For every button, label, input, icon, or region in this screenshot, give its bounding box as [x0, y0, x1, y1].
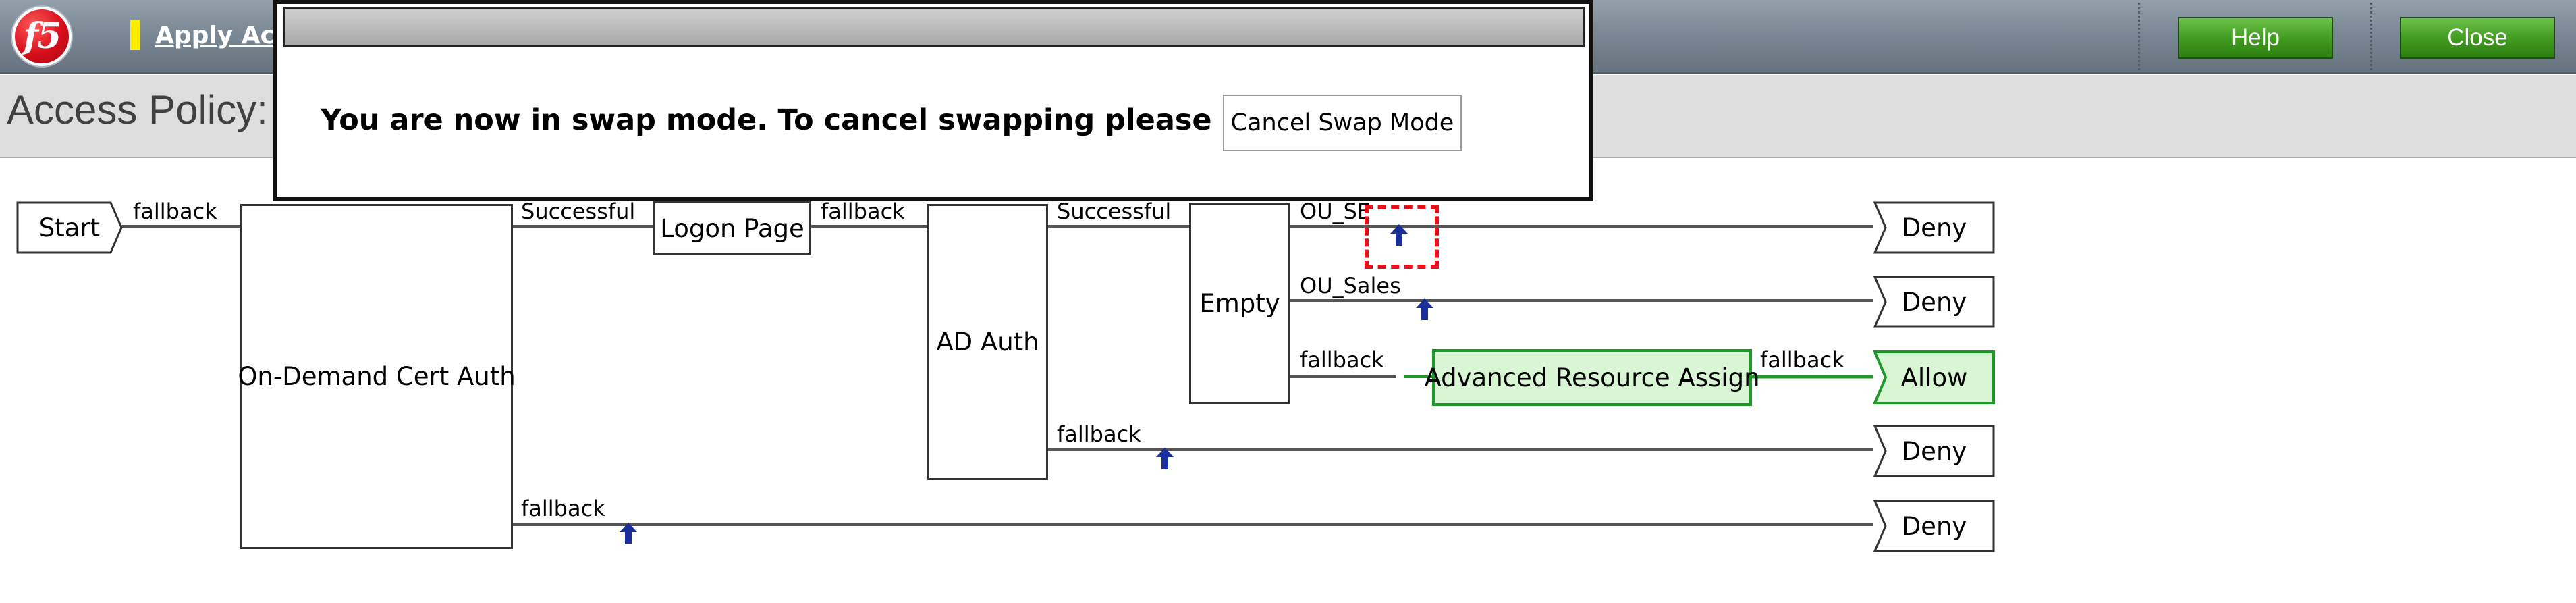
deny-label: Deny: [1901, 287, 1967, 317]
ending-allow[interactable]: Allow: [1873, 350, 1995, 404]
branch-label-ad-successful: Successful: [1057, 199, 1172, 224]
start-label: Start: [38, 213, 101, 242]
branch-label-start-fallback: fallback: [133, 199, 217, 224]
ad-auth-node[interactable]: AD Auth: [927, 204, 1048, 480]
branch-label-cert-successful: Successful: [521, 199, 636, 224]
branch-label-ad-fallback: fallback: [1057, 421, 1141, 447]
deny-label: Deny: [1901, 511, 1967, 541]
logon-page-node[interactable]: Logon Page: [653, 201, 811, 255]
deny-label: Deny: [1901, 436, 1967, 466]
swap-up-arrow-icon[interactable]: [1389, 223, 1409, 247]
apply-access-policy-link[interactable]: Apply Acc: [155, 22, 290, 49]
cancel-swap-mode-button[interactable]: Cancel Swap Mode: [1223, 95, 1462, 151]
help-button[interactable]: Help: [2178, 17, 2333, 59]
change-indicator-flag: [130, 20, 140, 50]
branch-label-ou-sales: OU_Sales: [1300, 273, 1401, 298]
ending-deny-2[interactable]: Deny: [1873, 276, 1995, 328]
swap-up-arrow-icon[interactable]: [618, 521, 638, 546]
ending-deny-1[interactable]: Deny: [1873, 201, 1995, 254]
branch-label-logon-fallback: fallback: [821, 199, 905, 224]
ending-deny-4[interactable]: Deny: [1873, 425, 1995, 477]
branch-label-adv-fallback: fallback: [1760, 347, 1844, 373]
policy-flow-diagram: Start On-Demand Cert Auth Logon Page AD …: [0, 158, 2576, 603]
toolbar-divider: [2370, 3, 2372, 70]
empty-node[interactable]: Empty: [1189, 203, 1290, 404]
branch-label-cert-fallback: fallback: [521, 496, 605, 521]
branch-label-empty-fallback: fallback: [1300, 347, 1384, 373]
advanced-resource-assign-node[interactable]: Advanced Resource Assign: [1424, 349, 1760, 406]
deny-label: Deny: [1901, 213, 1967, 242]
swap-selection-highlight: [1365, 205, 1439, 269]
swap-up-arrow-icon[interactable]: [1415, 297, 1435, 321]
page-title: Access Policy: /: [7, 87, 291, 132]
swap-dialog-titlebar[interactable]: [283, 7, 1585, 47]
close-button[interactable]: Close: [2400, 17, 2555, 59]
toolbar-divider: [2138, 3, 2140, 70]
allow-label: Allow: [1900, 363, 1968, 392]
swap-up-arrow-icon[interactable]: [1155, 446, 1175, 471]
flow-connectors: [120, 225, 1873, 526]
branch-label-ou-se: OU_SE: [1300, 199, 1371, 224]
f5-logo: f5: [12, 7, 72, 66]
swap-mode-message: You are now in swap mode. To cancel swap…: [321, 103, 1323, 137]
start-terminal[interactable]: Start: [16, 201, 123, 254]
ending-deny-5[interactable]: Deny: [1873, 500, 1995, 552]
on-demand-cert-auth-node[interactable]: On-Demand Cert Auth: [238, 204, 516, 549]
